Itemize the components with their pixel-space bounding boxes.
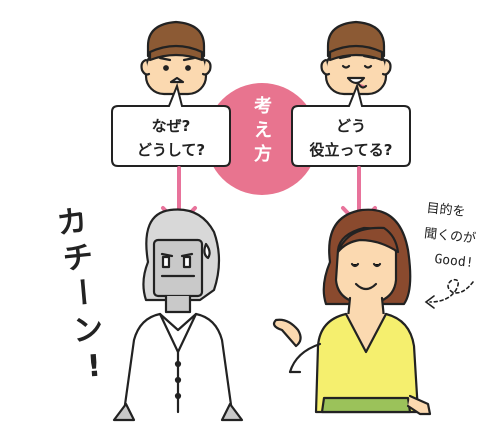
bubble-left-line1: なぜ? bbox=[152, 117, 191, 135]
squiggle-arrow-icon bbox=[429, 278, 474, 303]
man-left-icon bbox=[140, 20, 212, 96]
bubble-left-line2: どうして? bbox=[137, 141, 205, 159]
center-label-char: 方 bbox=[254, 143, 272, 165]
right-note-line2: 聞くのが bbox=[423, 226, 476, 246]
bubble-right-line2: 役立ってる? bbox=[310, 141, 393, 159]
left-sfx: カ チ ー ン ! bbox=[55, 203, 104, 384]
right-note-line1: 目的を bbox=[426, 200, 466, 220]
man-right-icon bbox=[320, 20, 392, 96]
center-label: 考 え 方 bbox=[254, 95, 272, 165]
center-label-char: 考 bbox=[254, 95, 272, 117]
left-sfx-char: カ bbox=[55, 203, 90, 242]
center-label-char: え bbox=[254, 120, 272, 141]
left-sfx-char: ! bbox=[86, 349, 102, 385]
left-sfx-char: ン bbox=[72, 312, 104, 349]
bubble-right-line1: どう bbox=[336, 117, 366, 135]
left-sfx-char: チ bbox=[61, 240, 94, 278]
bubble-left: なぜ? どうして? bbox=[111, 82, 231, 167]
right-note-line3: Good! bbox=[434, 252, 474, 271]
angry-woman-icon bbox=[112, 208, 244, 422]
pink-circle-icon bbox=[206, 83, 318, 195]
squiggle-arrow-head bbox=[424, 295, 435, 309]
left-sfx-char: ー bbox=[63, 276, 100, 309]
bubble-right: どう 役立ってる? bbox=[291, 82, 411, 167]
happy-woman-icon bbox=[272, 208, 432, 416]
right-note: 目的を 聞くのが Good! bbox=[423, 200, 476, 271]
